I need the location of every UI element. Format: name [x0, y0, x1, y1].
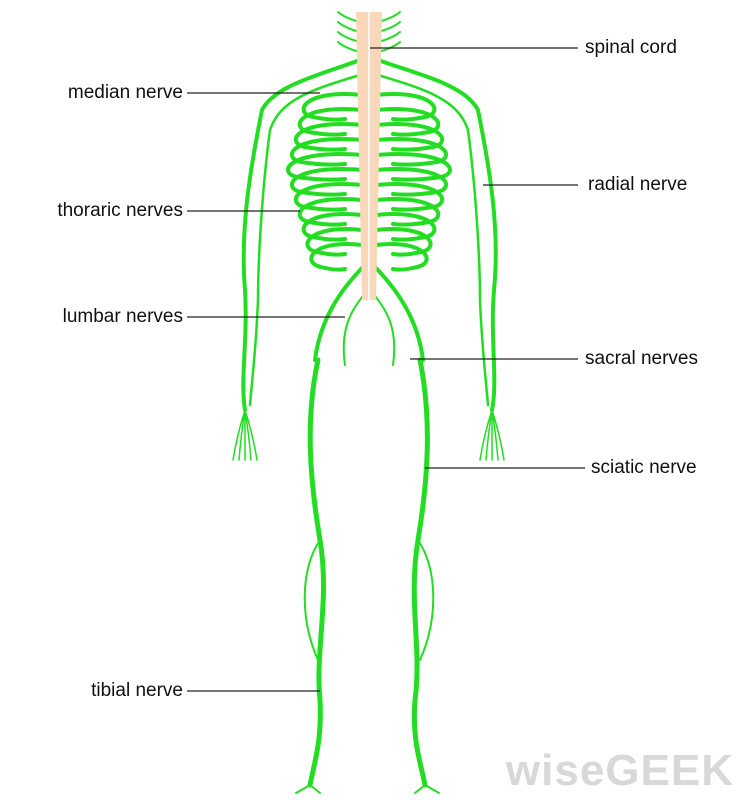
right-arm-nerve	[376, 73, 490, 407]
thoracic-nerve	[286, 152, 364, 182]
sacral-nerve	[369, 289, 396, 366]
nerves	[232, 11, 505, 794]
label-radial-nerve: radial nerve	[588, 174, 688, 195]
hand-nerve	[244, 409, 258, 461]
label-median-nerve: median nerve	[67, 82, 183, 103]
left-foot-nerve	[295, 784, 321, 794]
label-spinal-cord: spinal cord	[585, 37, 677, 58]
spinal-cord-shape	[356, 12, 382, 300]
left-leg-nerve	[307, 357, 326, 788]
label-tibial-nerve: tibial nerve	[91, 680, 183, 701]
thoracic-nerve	[374, 92, 437, 122]
thoracic-nerve	[289, 137, 364, 167]
thoracic-nerve	[289, 167, 364, 197]
sacral-nerve	[342, 289, 369, 366]
left-arm-nerve	[241, 58, 362, 412]
thoracic-nerve	[293, 122, 364, 152]
label-thoracic-nerves: thoraric nerves	[57, 200, 183, 221]
label-sciatic-nerve: sciatic nerve	[591, 457, 697, 478]
thoracic-nerve	[374, 167, 449, 197]
thoracic-nerve	[374, 137, 449, 167]
left-arm-nerve	[248, 73, 362, 407]
lumbar-nerve	[371, 263, 425, 362]
right-leg-branch	[417, 539, 435, 661]
thoracic-nerve	[297, 107, 364, 137]
lumbar-nerve	[313, 263, 367, 362]
thoracic-nerve	[374, 122, 445, 152]
label-lumbar-nerves: lumbar nerves	[62, 306, 183, 327]
thoracic-nerve	[374, 107, 441, 137]
thoracic-nerve	[309, 242, 364, 272]
right-arm-nerve	[376, 58, 498, 412]
leader-lines	[187, 47, 585, 692]
left-leg-branch	[303, 539, 321, 661]
thoracic-nerve	[374, 242, 429, 272]
thoracic-nerve	[301, 92, 364, 122]
right-leg-nerve	[411, 357, 430, 788]
watermark-logo: wiseGEEK	[505, 746, 734, 795]
label-sacral-nerves: sacral nerves	[585, 348, 698, 369]
thoracic-nerve	[374, 152, 452, 182]
hand-nerve	[491, 409, 505, 461]
right-foot-nerve	[414, 784, 440, 794]
